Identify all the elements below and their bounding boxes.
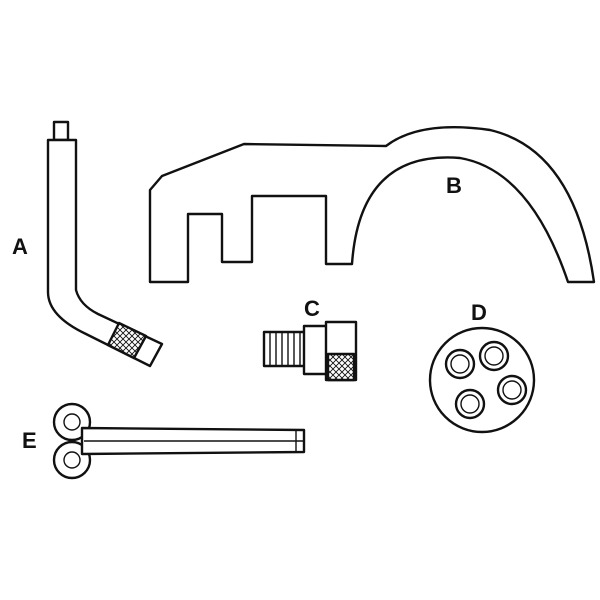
label-d: D [471, 300, 487, 325]
part-d-ring-bottom-inner [460, 394, 480, 414]
part-c-knurl [326, 352, 356, 382]
part-e-loop-bottom-inner [63, 451, 81, 469]
part-a-body [46, 138, 164, 368]
label-b: B [446, 173, 462, 198]
label-e: E [22, 428, 37, 453]
part-d-ring-top-right [478, 340, 510, 372]
part-d-ring-bottom [454, 388, 486, 420]
part-b-body [148, 126, 596, 284]
part-b-spanner: B [148, 126, 596, 284]
part-a-knurled-grip [106, 321, 148, 360]
part-d-disc: D [428, 300, 536, 434]
part-a-bent-pin: A [12, 120, 164, 368]
label-a: A [12, 234, 28, 259]
part-d-ring-top-right-inner [484, 346, 504, 366]
label-c: C [304, 296, 320, 321]
part-e-split-pin: E [22, 402, 306, 480]
part-e-loop-top-inner [63, 413, 81, 431]
part-d-ring-top-left-inner [450, 354, 470, 374]
part-d-ring-right-inner [502, 380, 522, 400]
part-a-tip [52, 120, 70, 142]
part-c-adapter: C [262, 296, 358, 382]
part-d-ring-right [496, 374, 528, 406]
part-c-thread-lines [269, 332, 301, 366]
part-d-ring-top-left [444, 348, 476, 380]
